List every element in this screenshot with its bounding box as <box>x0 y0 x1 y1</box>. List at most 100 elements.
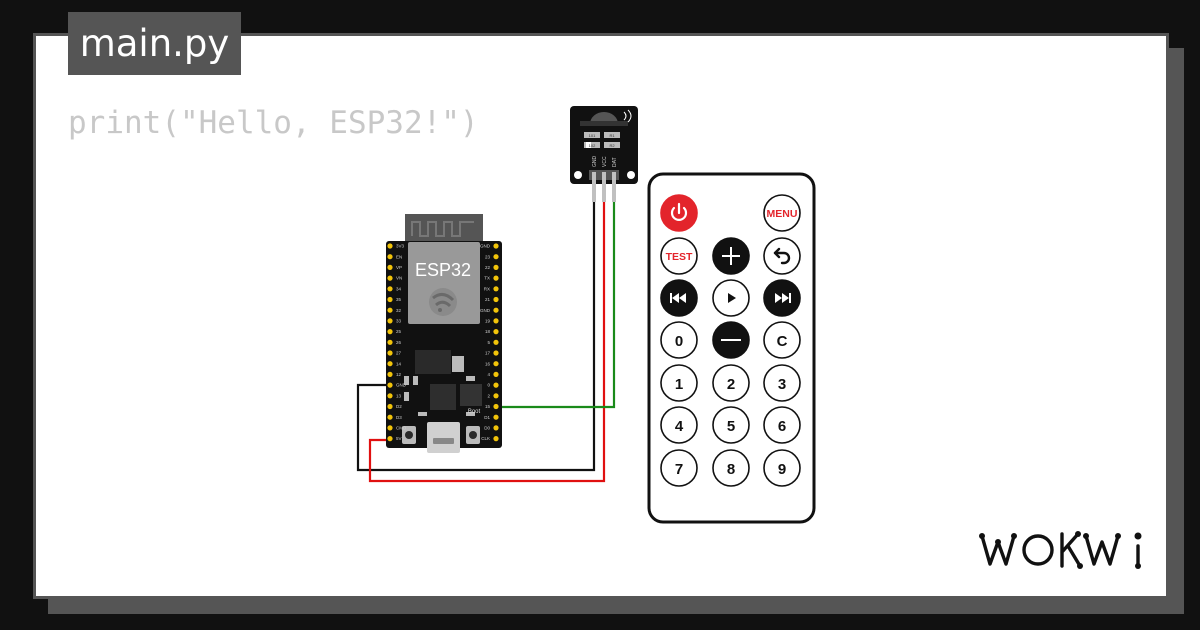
board-pin-15[interactable] <box>493 403 499 410</box>
remote-button-power[interactable] <box>660 194 698 232</box>
remote-button-menu[interactable]: MENU <box>763 194 801 232</box>
remote-button-plus[interactable] <box>712 237 750 275</box>
skip-forward-icon <box>775 293 791 303</box>
board-pin-gnd[interactable] <box>493 243 499 249</box>
chip-label-101: 101 <box>589 133 596 138</box>
board-pin-label: 15 <box>485 404 491 409</box>
remote-button-digit-3[interactable]: 3 <box>763 364 801 402</box>
board-pin-35[interactable] <box>387 296 393 303</box>
board-pin-34[interactable] <box>387 286 393 292</box>
board-pin-16[interactable] <box>493 361 499 367</box>
board-pin-26[interactable] <box>387 339 393 345</box>
ir-pin-vcc[interactable] <box>602 172 606 202</box>
esp32-board[interactable]: ESP32 Boot 3V3ENVPVN343532332526271412GN… <box>386 214 502 453</box>
remote-button-play[interactable] <box>712 279 750 317</box>
board-pin-12[interactable] <box>387 371 393 377</box>
board-pin-13[interactable] <box>387 393 393 399</box>
board-pin-label: VP <box>396 265 402 270</box>
board-pin-d0[interactable] <box>493 425 499 431</box>
remote-button-digit-1[interactable]: 1 <box>660 364 698 402</box>
remote-button-digit-0[interactable]: 0 <box>660 321 698 359</box>
file-tab-main[interactable]: main.py <box>68 12 241 75</box>
remote-button-digit-2[interactable]: 2 <box>712 364 750 402</box>
board-pin-27[interactable] <box>387 350 393 356</box>
remote-button-digit-8[interactable]: 8 <box>712 449 750 487</box>
chip-label-r1: R1 <box>609 133 615 138</box>
board-pin-32[interactable] <box>387 307 393 313</box>
board-pin-en[interactable] <box>387 254 393 260</box>
board-pin-vp[interactable] <box>387 264 393 270</box>
board-pin-label: RX <box>484 286 490 291</box>
board-pin-label: 19 <box>485 319 491 324</box>
skip-back-icon <box>670 293 686 303</box>
smd-resistor-r2 <box>604 142 620 148</box>
remote-button-digit-9[interactable]: 9 <box>763 449 801 487</box>
remote-button-digit-6[interactable]: 6 <box>763 406 801 444</box>
chip-label-r2: R2 <box>609 143 615 148</box>
pin-label-dat: DAT <box>612 157 618 167</box>
board-pin-5v[interactable] <box>387 436 393 442</box>
esp32-regulator <box>430 384 456 410</box>
remote-button-label: 6 <box>778 418 786 435</box>
status-led <box>586 142 591 148</box>
remote-button-digit-5[interactable]: 5 <box>712 406 750 444</box>
board-pin-label: CLK <box>481 436 490 441</box>
remote-button-prev[interactable] <box>660 279 698 317</box>
remote-button-next[interactable] <box>763 279 801 317</box>
board-pin-17[interactable] <box>493 350 499 356</box>
board-pin-label: 14 <box>396 361 402 366</box>
wire-data[interactable] <box>496 178 616 409</box>
pin-label-gnd: GND <box>592 156 598 168</box>
board-pin-d3[interactable] <box>387 414 393 420</box>
board-pin-vn[interactable] <box>387 275 393 281</box>
board-pin-clk[interactable] <box>493 436 499 442</box>
board-pin-label: 22 <box>485 265 491 270</box>
micro-usb-port[interactable] <box>427 422 460 453</box>
board-pin-gnd[interactable] <box>387 382 393 388</box>
power-icon <box>670 202 688 221</box>
board-pin-cmd[interactable] <box>387 425 393 431</box>
board-pin-tx[interactable] <box>493 275 499 281</box>
wire-vcc[interactable] <box>368 178 606 483</box>
board-pin-label: 5 <box>487 340 490 345</box>
board-pin-0[interactable] <box>493 382 499 388</box>
board-pin-33[interactable] <box>387 318 393 324</box>
board-pin-rx[interactable] <box>493 286 499 292</box>
remote-button-minus[interactable] <box>712 321 750 359</box>
board-pin-label: GND <box>480 244 491 249</box>
remote-button-digit-4[interactable]: 4 <box>660 406 698 444</box>
ir-pin-dat[interactable] <box>612 172 616 202</box>
board-pin-2[interactable] <box>493 393 499 399</box>
wire-gnd[interactable] <box>356 178 596 472</box>
ir-receiver[interactable]: 101 102 R1 R2 GND VCC DAT <box>570 106 638 202</box>
board-pin-22[interactable] <box>493 264 499 270</box>
board-pin-23[interactable] <box>493 254 499 260</box>
board-pin-label: 3V3 <box>396 244 405 249</box>
esp32-usb-chip <box>415 350 451 374</box>
board-pin-label: D0 <box>484 426 490 431</box>
board-pin-3v3[interactable] <box>387 243 393 249</box>
board-pin-4[interactable] <box>493 371 499 377</box>
ir-pin-gnd[interactable] <box>592 172 596 202</box>
board-pin-label: 21 <box>485 297 491 302</box>
board-pin-d2[interactable] <box>387 403 393 410</box>
remote-button-clear[interactable]: C <box>763 321 801 359</box>
remote-button-back[interactable] <box>763 237 801 275</box>
board-pin-14[interactable] <box>387 361 393 367</box>
board-pin-18[interactable] <box>493 329 499 335</box>
board-pin-5[interactable] <box>493 339 499 345</box>
board-pin-gnd[interactable] <box>493 307 499 313</box>
board-pin-d1[interactable] <box>493 414 499 420</box>
board-pin-25[interactable] <box>387 329 393 335</box>
board-pin-19[interactable] <box>493 318 499 324</box>
remote-button-test[interactable]: TEST <box>660 237 698 275</box>
board-pin-label: 12 <box>396 372 402 377</box>
board-pin-21[interactable] <box>493 296 499 303</box>
board-pin-label: 16 <box>485 361 491 366</box>
board-pin-label: 0 <box>487 383 490 388</box>
remote-button-label: MENU <box>767 208 798 220</box>
remote-button-digit-7[interactable]: 7 <box>660 449 698 487</box>
board-pin-label: 2 <box>487 393 490 398</box>
